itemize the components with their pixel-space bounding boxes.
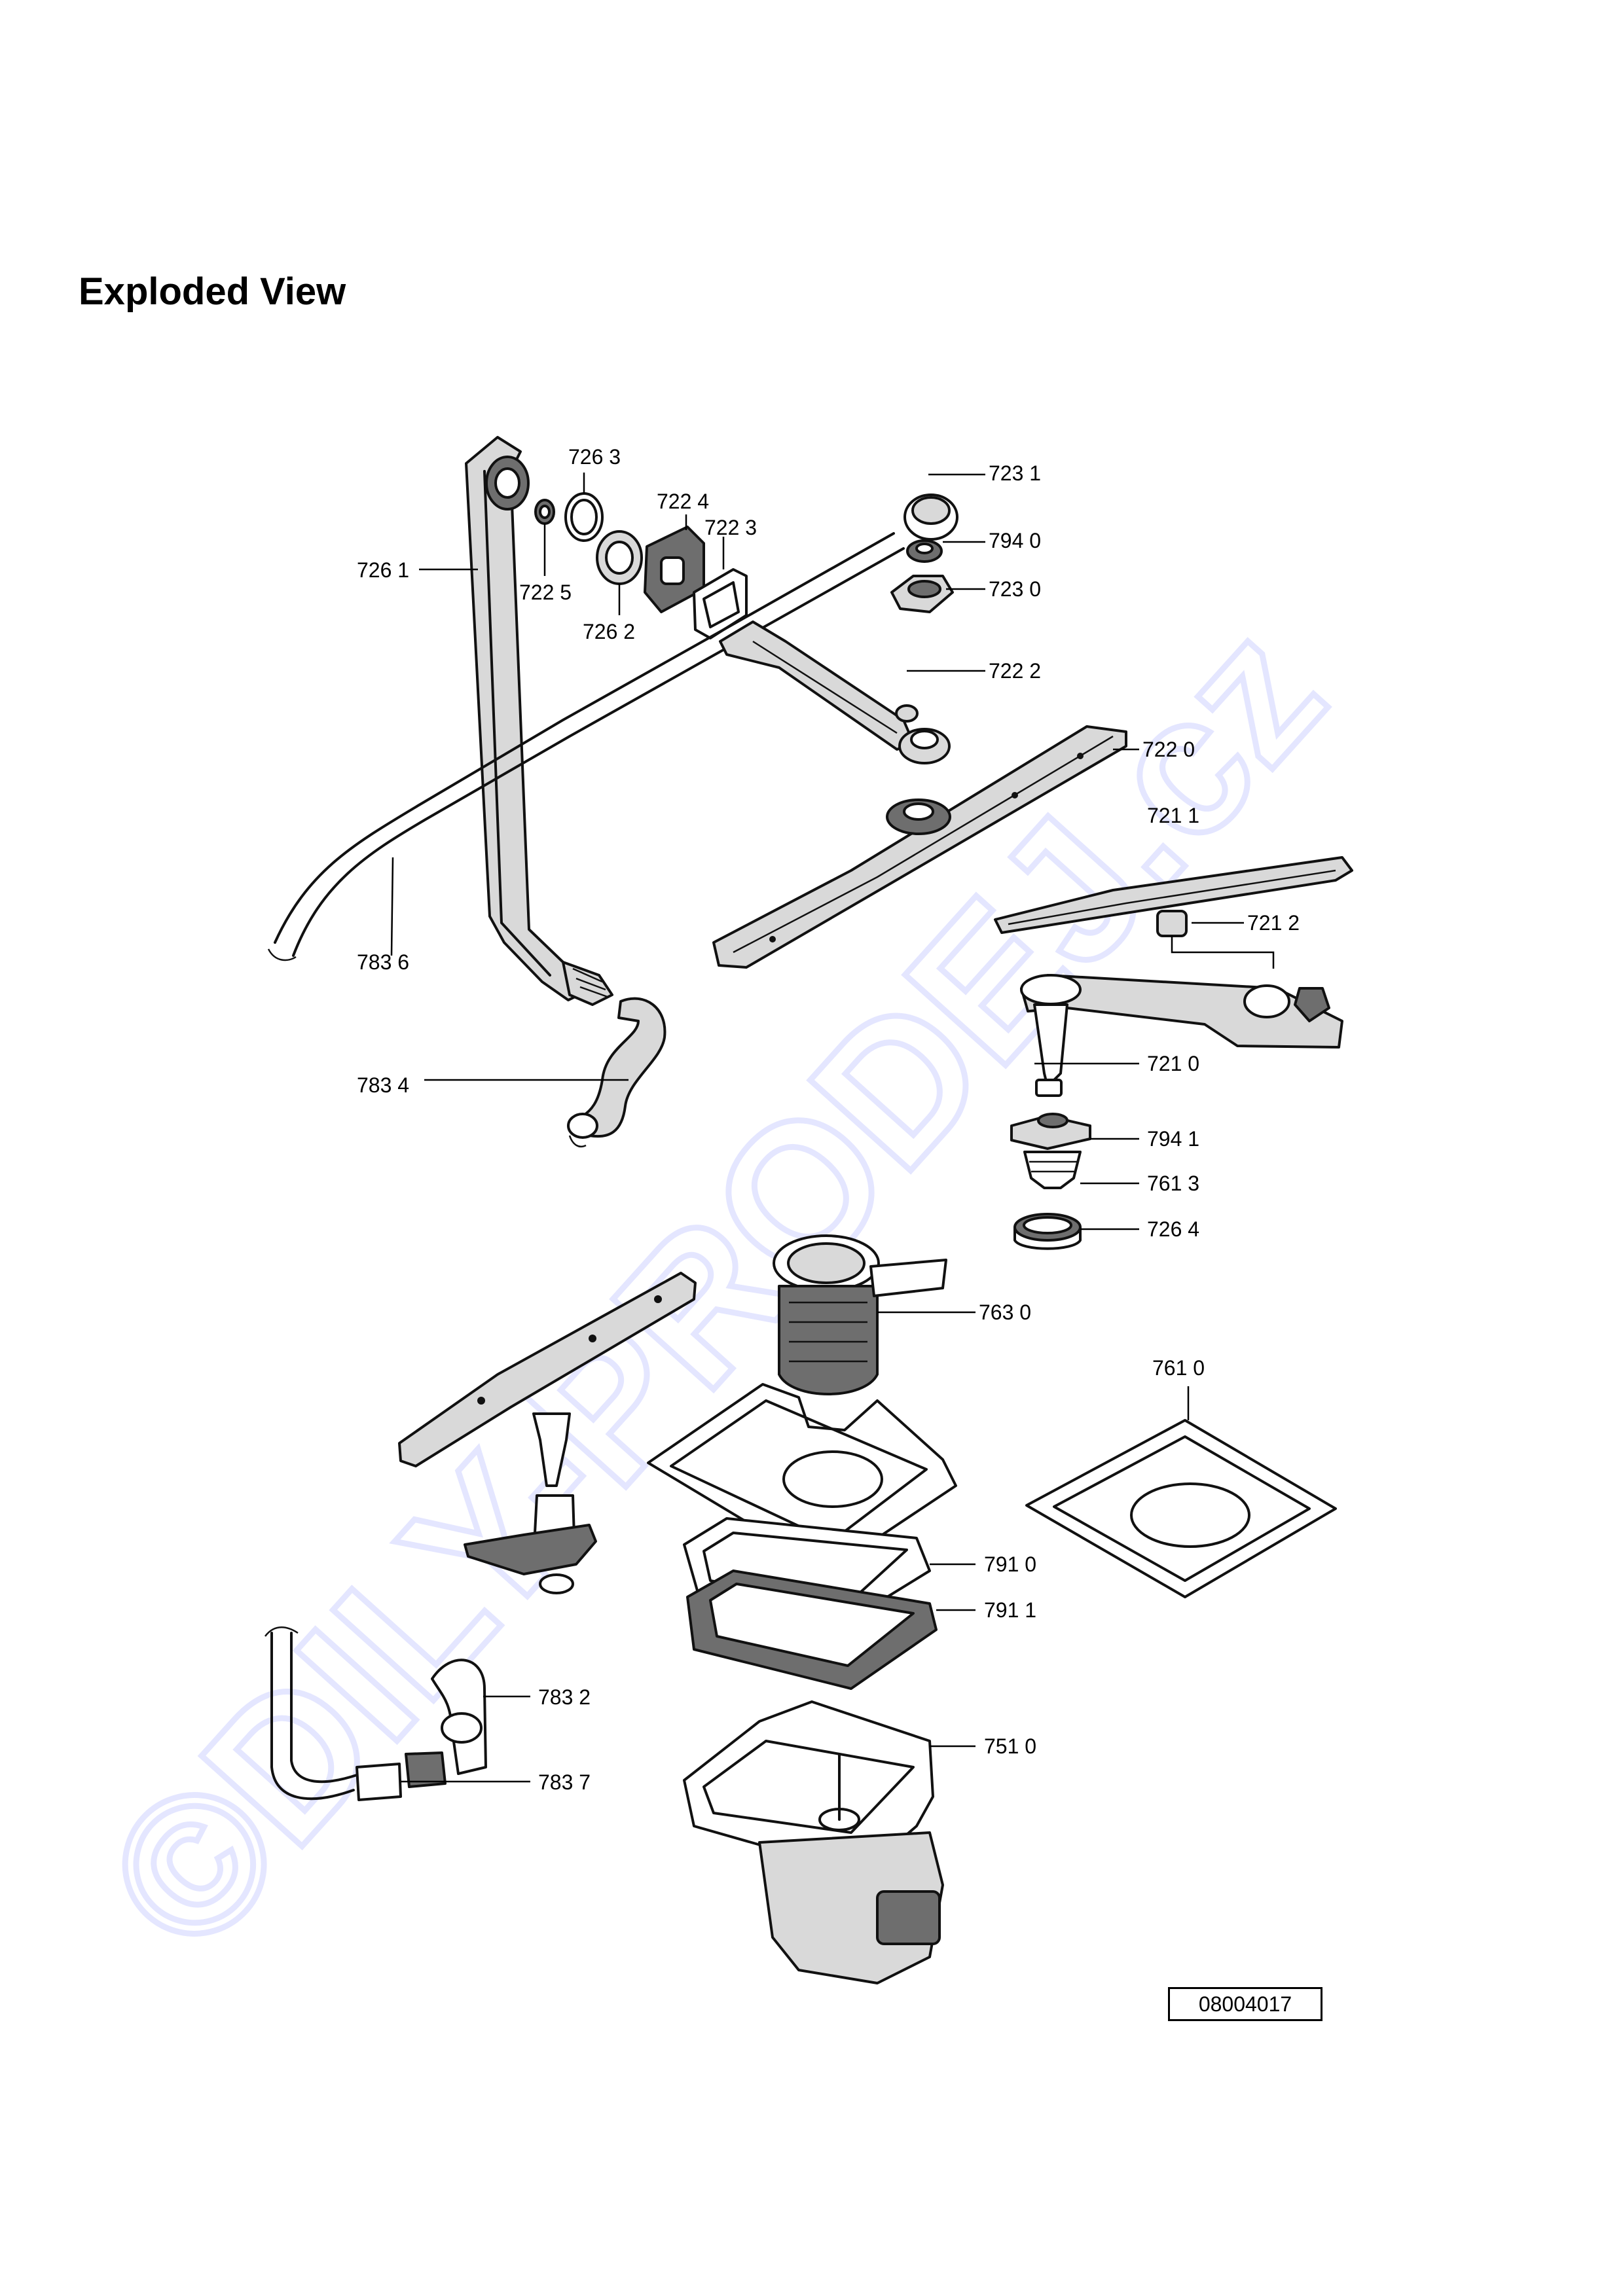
label-7910: 791 0 [984,1552,1037,1576]
label-7940: 794 0 [989,529,1042,552]
part-upper-spray-arm-7220[interactable] [712,725,1127,969]
label-7264: 726 4 [1147,1217,1200,1241]
label-7225: 722 5 [519,581,572,604]
label-7222: 722 2 [989,659,1042,683]
part-pipe-7837[interactable] [264,1626,447,1801]
label-7911: 791 1 [984,1598,1037,1622]
part-ring-7264[interactable] [1013,1213,1082,1250]
part-sump-7510[interactable] [683,1700,944,1984]
part-filter-7630[interactable] [773,1234,947,1395]
part-lower-spray-arm-7210[interactable] [1020,974,1343,1097]
label-7837: 783 7 [538,1770,591,1794]
label-7836: 783 6 [357,950,410,974]
label-7262: 726 2 [583,620,636,643]
part-assembly-7941[interactable] [1010,1113,1091,1150]
label-7220: 722 0 [1142,738,1195,761]
part-spray-arm-7211[interactable] [994,856,1353,934]
part-spray-pipe-7261[interactable] [465,436,613,1006]
part-cap-7231[interactable] [903,493,958,541]
label-7212: 721 2 [1247,911,1300,935]
label-7261: 726 1 [357,558,410,582]
label-7231: 723 1 [989,461,1042,485]
label-7613: 761 3 [1147,1172,1200,1195]
part-connector-7212[interactable] [1156,910,1275,969]
label-7230: 723 0 [989,577,1042,601]
label-7223: 722 3 [704,516,757,539]
part-elbow-7832[interactable] [431,1659,487,1775]
document-id-box: 08004017 [1168,1987,1322,2021]
label-7834: 783 4 [357,1073,410,1097]
label-7941: 794 1 [1147,1127,1200,1151]
label-7263: 726 3 [568,445,621,469]
part-fine-filter-tray[interactable] [647,1383,957,1566]
part-nut-7262[interactable] [596,530,643,585]
leader-lines [390,473,1244,1783]
part-gasket-7223[interactable] [693,568,748,639]
part-tube-7613[interactable] [1023,1151,1082,1189]
part-hose-7834[interactable] [567,997,666,1148]
label-7630: 763 0 [979,1300,1032,1324]
part-upper-feed-7222[interactable] [719,620,951,764]
label-7211: 721 1 [1147,804,1200,827]
label-7224: 722 4 [657,490,710,513]
part-seal-7263[interactable] [564,492,604,542]
label-7510: 751 0 [984,1734,1037,1758]
part-washer-7940[interactable] [906,539,943,563]
part-lower-arm-left[interactable] [398,1272,697,1594]
label-7610: 761 0 [1152,1356,1205,1380]
part-hose-7836[interactable] [267,532,905,961]
part-filter-plate-7610[interactable] [1025,1419,1337,1598]
label-7210: 721 0 [1147,1052,1200,1075]
label-7832: 783 2 [538,1685,591,1709]
part-gasket-7911[interactable] [686,1570,938,1690]
part-bearing-7230[interactable] [890,575,954,613]
page-title: Exploded View [79,270,346,313]
part-small-ring-7225[interactable] [534,499,555,525]
